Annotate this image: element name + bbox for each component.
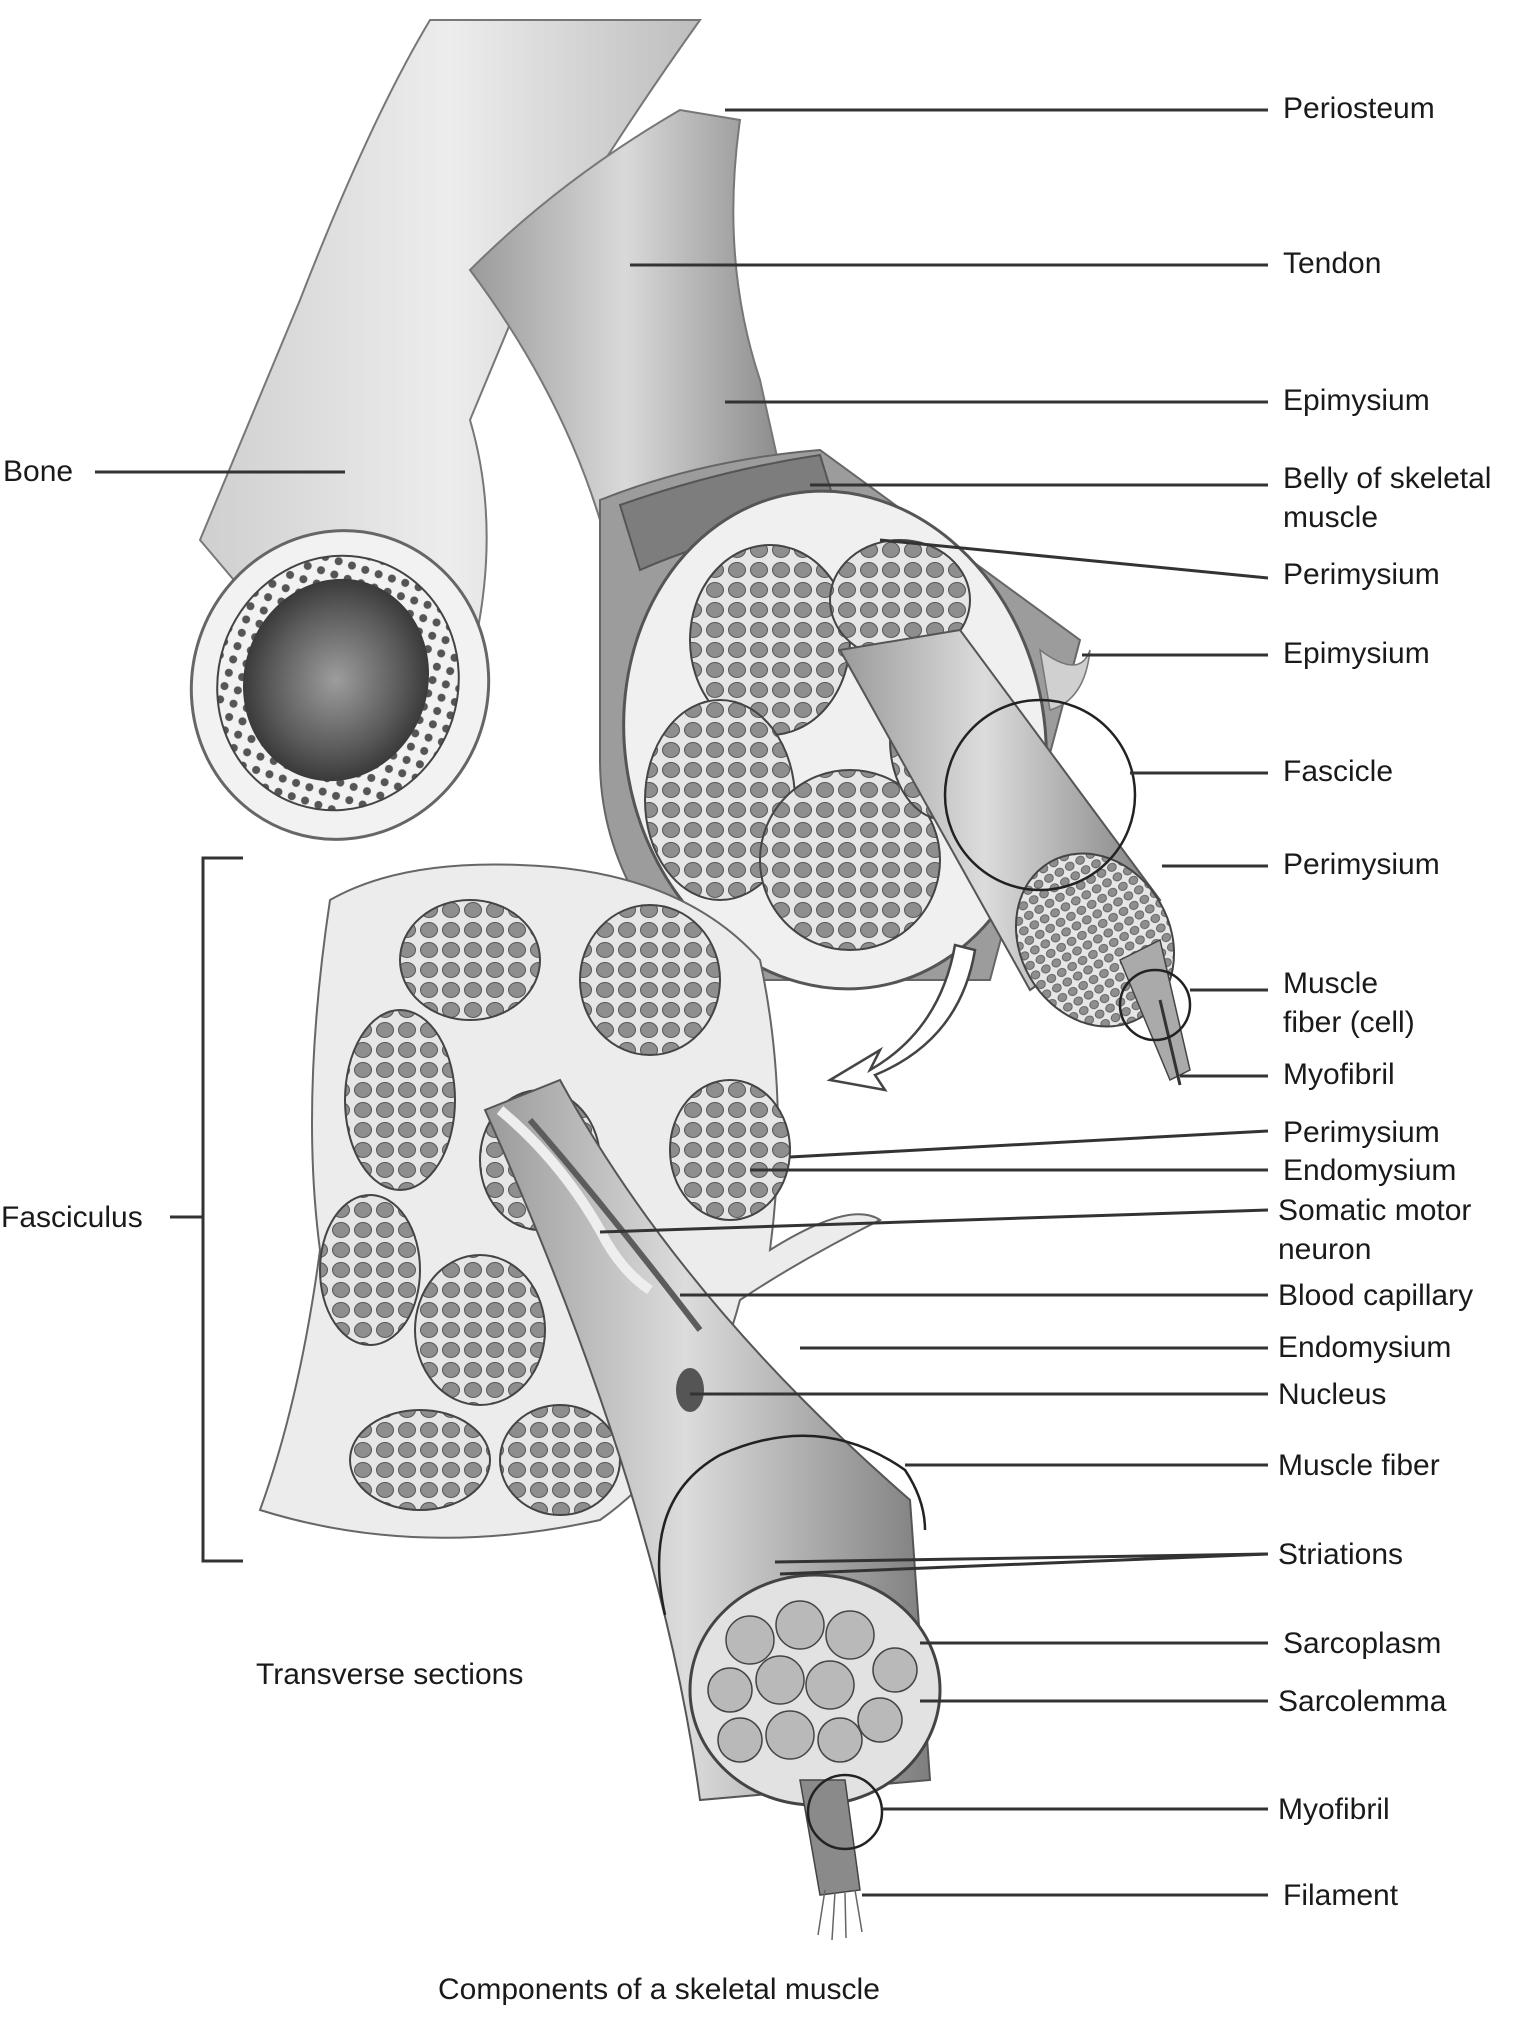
somatic-motor-neuron [496, 1106, 653, 1295]
caption-transverse-sections: Transverse sections [256, 1658, 524, 1691]
fascicle-d [759, 769, 941, 951]
label-muscle-fiber: Muscle fiber [1278, 1449, 1440, 1482]
fascicle-magnifier [943, 698, 1137, 892]
label-striations: Striations [1278, 1538, 1404, 1571]
fiber-magnifier-arc [657, 1434, 927, 1616]
myofibril-magnifier [806, 1773, 884, 1851]
label-fascicle: Fascicle [1283, 755, 1394, 788]
blood-capillary [527, 1118, 703, 1332]
label-endomysium-2: Endomysium [1278, 1331, 1452, 1364]
label-nucleus: Nucleus [1278, 1378, 1387, 1411]
myofibril-strand-lower [799, 1779, 861, 1896]
label-fasciculus: Fasciculus [1, 1201, 143, 1234]
label-myofibril-1: Myofibril [1283, 1058, 1395, 1091]
myofibril-strand [1158, 999, 1182, 1086]
label-belly-of-skeletal-muscle: Belly of skeletal muscle [1283, 459, 1491, 537]
label-blood-capillary: Blood capillary [1278, 1279, 1474, 1312]
label-sarcolemma: Sarcolemma [1278, 1685, 1447, 1718]
label-perimysium-2: Perimysium [1283, 848, 1440, 881]
curved-arrow [826, 943, 977, 1092]
fiber-magnifier [1118, 968, 1192, 1042]
filament-strands [817, 1889, 863, 1941]
label-muscle-fiber-cell-line-2: fiber (cell) [1283, 1006, 1415, 1039]
tendon [468, 108, 782, 522]
bone-marrow [242, 578, 430, 782]
label-endomysium-1: Endomysium [1283, 1154, 1457, 1187]
label-tendon: Tendon [1283, 247, 1382, 280]
leader-lines [95, 108, 1269, 1897]
label-filament: Filament [1283, 1879, 1399, 1912]
label-bone: Bone [3, 455, 74, 488]
label-somatic-motor-neuron: Somatic motor neuron [1278, 1191, 1471, 1269]
illustration [189, 19, 1192, 1941]
label-somatic-line-2: neuron [1278, 1233, 1372, 1266]
label-epimysium-1: Epimysium [1283, 384, 1430, 417]
label-myofibril-2: Myofibril [1278, 1793, 1390, 1826]
label-belly-line-1: Belly of skeletal [1283, 462, 1492, 495]
label-epimysium-2: Epimysium [1283, 637, 1430, 670]
epimysium-flap [1038, 648, 1091, 711]
label-muscle-fiber-cell: Muscle fiber (cell) [1283, 964, 1415, 1042]
label-perimysium-1: Perimysium [1283, 558, 1440, 591]
figure-caption: Components of a skeletal muscle [438, 1973, 880, 2006]
label-periosteum: Periosteum [1283, 92, 1435, 125]
label-muscle-fiber-cell-line-1: Muscle [1283, 967, 1379, 1000]
label-perimysium-3: Perimysium [1283, 1116, 1440, 1149]
label-belly-line-2: muscle [1283, 501, 1379, 534]
nucleus [676, 1368, 704, 1412]
label-sarcoplasm: Sarcoplasm [1283, 1627, 1442, 1660]
label-somatic-line-1: Somatic motor [1278, 1194, 1472, 1227]
myofibril-bundles [707, 1600, 918, 1763]
